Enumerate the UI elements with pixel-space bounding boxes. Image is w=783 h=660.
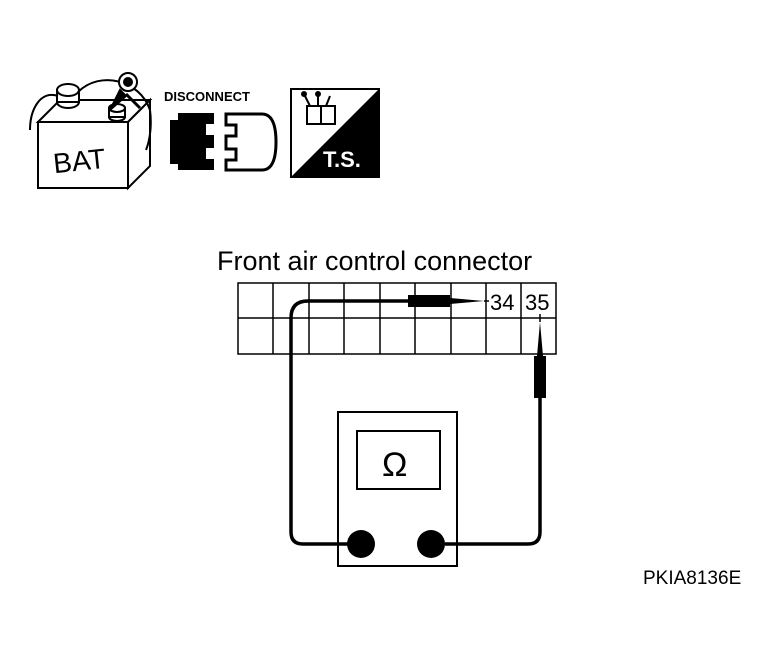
disconnect-label: DISCONNECT (164, 89, 250, 104)
battery-label: BAT (52, 143, 107, 179)
figure-code: PKIA8136E (643, 568, 741, 589)
pin-34-label: 34 (490, 290, 514, 315)
connector-disconnect-icon (170, 112, 278, 172)
ts-icon (290, 88, 380, 178)
connector-title: Front air control connector (217, 246, 532, 276)
ohmmeter (337, 411, 458, 567)
probe-right (534, 356, 546, 398)
pin-35-label: 35 (525, 290, 549, 315)
battery-icon (29, 72, 153, 191)
test-leads (289, 295, 546, 546)
meter-terminal-right (417, 530, 445, 558)
probe-left (408, 295, 450, 307)
ohm-symbol: Ω (382, 446, 407, 484)
meter-terminal-left (347, 530, 375, 558)
ts-label: T.S. (323, 147, 361, 172)
connector-grid (237, 282, 557, 355)
